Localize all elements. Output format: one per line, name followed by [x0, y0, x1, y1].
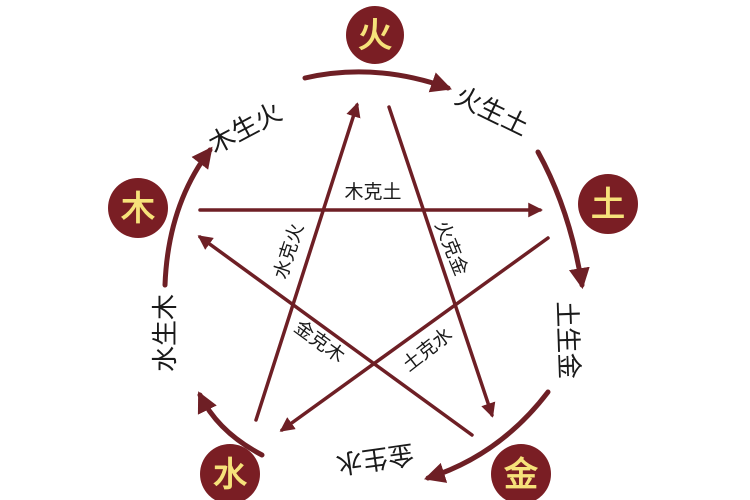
node-metal: 金: [491, 444, 551, 500]
node-water-label: 水: [213, 455, 248, 495]
arc-fire-to-earth: [302, 69, 452, 93]
node-wood: 木: [108, 178, 168, 238]
arc-metal-to-water: [423, 389, 551, 483]
arrow-metal-controls-wood: [197, 235, 474, 437]
node-earth-label: 土: [591, 185, 625, 225]
node-earth: 土: [578, 174, 638, 234]
node-metal-label: 金: [503, 455, 539, 495]
arrow-water-controls-fire: [254, 102, 361, 422]
arc-water-to-wood: [197, 391, 265, 458]
controlling-star: [197, 102, 550, 437]
label-fire-generates-earth: 火生土: [450, 81, 533, 142]
label-wood-controls-earth: 木克土: [344, 181, 401, 203]
label-wood-generates-fire: 木生火: [204, 97, 287, 160]
arrow-fire-controls-metal: [387, 105, 496, 418]
arrow-earth-controls-water: [279, 236, 550, 432]
generating-cycle: [162, 69, 590, 483]
label-water-generates-wood: 水生木: [151, 294, 181, 372]
node-fire-label: 火: [358, 16, 392, 56]
arc-wood-to-fire: [162, 146, 213, 288]
label-metal-generates-water: 金生水: [334, 438, 415, 479]
arc-earth-to-metal: [535, 149, 590, 290]
node-wood-label: 木: [120, 189, 155, 229]
label-earth-controls-water: 土克水: [398, 324, 456, 376]
node-water: 水: [200, 444, 260, 500]
label-earth-generates-metal: 土生金: [551, 301, 584, 380]
node-fire: 火: [346, 6, 404, 64]
